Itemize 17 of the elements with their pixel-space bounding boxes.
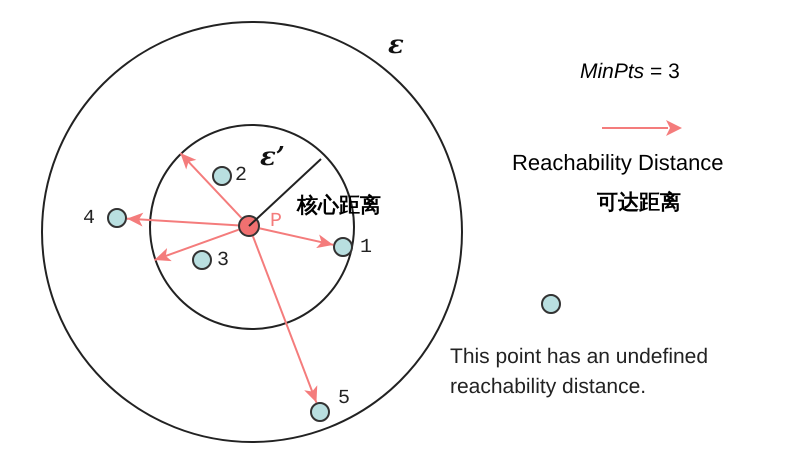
arrow [260, 227, 334, 248]
legend-text: 可达距离 [597, 189, 681, 216]
arrow [252, 236, 318, 404]
arrow [180, 152, 242, 219]
arrow [126, 212, 238, 227]
point-label: 1 [360, 236, 372, 259]
point-label: 4 [83, 207, 96, 230]
point-label: P [270, 210, 282, 233]
epsilon-label: ε’ [260, 142, 285, 172]
point-label: 5 [338, 387, 350, 410]
arrow [154, 228, 239, 262]
note-text: This point has an undefined reachability distance. [450, 344, 710, 400]
legend-text: Reachability Distance [512, 150, 724, 176]
point-label: 2 [235, 164, 248, 187]
epsilon-label: ε [388, 30, 404, 60]
point-label: 3 [217, 249, 230, 272]
parameter-label: MinPts = 3 [580, 60, 680, 84]
